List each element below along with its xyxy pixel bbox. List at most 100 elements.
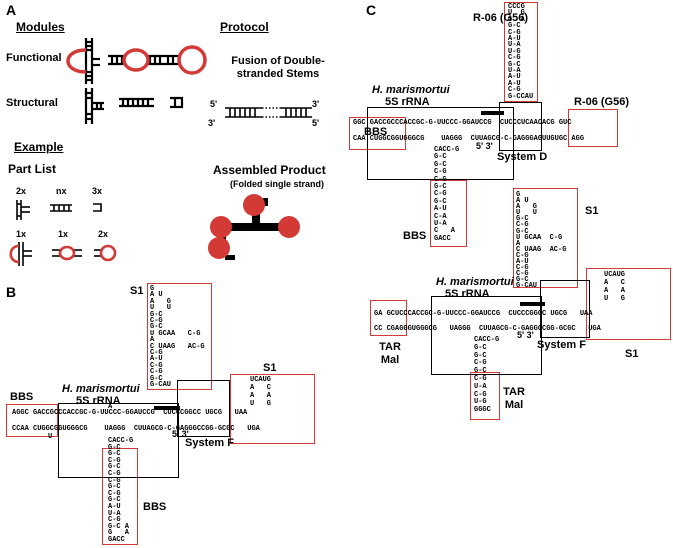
sequence-line: G-C	[150, 323, 163, 332]
red-loop-1	[66, 48, 87, 74]
structural-modules	[84, 88, 184, 124]
sequence-line: U-A	[434, 220, 447, 229]
bbs-left-box-c	[349, 117, 406, 150]
sequence-line: C-G	[108, 489, 121, 498]
sequence-line: C-G	[108, 476, 121, 485]
sequence-line: G A	[508, 15, 525, 24]
sequence-line: C-A	[434, 212, 447, 221]
rrna-label-c1: 5S rRNA	[385, 96, 430, 108]
sequence-line: G-C	[516, 215, 529, 224]
sequence-line: CACC-G	[474, 336, 500, 344]
tar-left-box	[370, 300, 407, 336]
tar-bottom-label: TAR Mal	[503, 386, 525, 412]
sequence-line: A C	[604, 279, 626, 287]
sequence-line: A	[150, 336, 155, 345]
sequence-line: C-G	[508, 54, 521, 63]
three-prime-bottom: 3'	[208, 118, 216, 128]
assembled-title: Assembled Product	[213, 163, 326, 177]
bbs-left-label: BBS	[10, 391, 34, 403]
seq-main-bottom-b: CCAA CUGGCGGUGGGCG UAGGG CUUAGCG-C-GAGGG…	[12, 425, 260, 433]
seq-a-b: A	[108, 403, 113, 411]
seq-f-top: GA GCUCCCACCGC-G-UUCCC-GGAUCCG CUCCCGGCC…	[374, 310, 593, 318]
sequence-line: U U	[150, 304, 172, 313]
sequence-line: C-G	[108, 516, 121, 525]
sequence-line: G-C	[516, 227, 529, 236]
sequence-line: G-C	[434, 160, 447, 169]
ends-label-c2: 5' 3'	[517, 330, 534, 340]
sequence-line: U-A	[108, 509, 121, 518]
sequence-line: GACC	[108, 535, 125, 544]
junction-bar-c2	[520, 302, 545, 306]
sequence-line: A-U	[508, 79, 521, 88]
red-loop-2	[122, 48, 150, 72]
panel-label-b: B	[6, 284, 17, 300]
seq-u-b: U	[48, 433, 53, 441]
example-title: Example	[14, 140, 64, 154]
s1-right-label: S1	[263, 362, 277, 374]
sequence-line: G-CAU	[516, 282, 538, 291]
ends-label-b: 5' 3'	[172, 429, 189, 439]
sequence-line: C-G	[108, 456, 121, 465]
sequence-line: UCAUG	[250, 376, 272, 384]
count-1x-a: 1x	[16, 229, 27, 239]
sequence-line: U G	[604, 295, 626, 303]
s1-top-label: S1	[130, 285, 144, 297]
r06-right-label: R-06 (G56)	[574, 96, 630, 108]
sequence-line: C-G	[108, 469, 121, 478]
system-f-label-b: System F	[185, 437, 234, 449]
sequence-line: G-C	[150, 374, 163, 383]
five-prime-top: 5'	[210, 99, 218, 109]
sequence-line: U-G	[508, 47, 521, 56]
red-loop-3	[177, 45, 207, 75]
sequence-line: G-C	[434, 197, 447, 206]
count-nx: nx	[56, 186, 67, 196]
sequence-line: U G	[508, 9, 525, 18]
sequence-line: G	[516, 191, 521, 199]
sequence-line: U-A	[508, 67, 521, 76]
functional-module-junction	[84, 38, 100, 84]
functional-module-hairpin	[164, 54, 178, 66]
sequence-line: U-A	[508, 41, 521, 50]
sequence-line: U GCAA C-G	[516, 233, 563, 242]
rrna-box-b	[58, 403, 179, 478]
count-2x-top: 2x	[16, 186, 27, 196]
sequence-line: C-G	[516, 264, 529, 273]
seq-main-top-b: AGGC GACCGCCCACCGC-G-UUCCC-GGAUCCG CUCCC…	[12, 409, 248, 417]
panel-label-a: A	[6, 2, 17, 18]
sequence-line: C-G	[516, 270, 529, 279]
bbs-bottom-box	[102, 448, 138, 545]
s1-top-label-c: S1	[585, 205, 599, 217]
sequence-line: A G	[150, 297, 172, 306]
tar-left-label: TAR Mal	[379, 341, 401, 367]
sequence-line: A-U	[150, 355, 163, 364]
system-f-box-c	[540, 280, 590, 338]
sequence-line: G-C	[474, 343, 487, 352]
bbs-bottom-label: BBS	[143, 501, 167, 513]
sequence-line: G-C	[474, 351, 487, 360]
sequence-line: A-U	[516, 258, 529, 267]
bbs-left-box	[6, 404, 58, 437]
sequence-line: UCAUG	[604, 271, 626, 279]
s1-right-box-c	[586, 268, 671, 340]
sequence-line: A G	[516, 203, 538, 212]
sequence-line: C UAAG AC-G	[150, 342, 205, 351]
r06-top-label: R-06 (G56)	[473, 12, 529, 24]
sequence-line: A-U	[508, 73, 521, 82]
r06-right-box	[568, 109, 618, 147]
sequence-line: C-G	[150, 317, 163, 326]
sequence-line: G-CAU	[150, 381, 172, 390]
sequence-line: A U	[516, 197, 529, 206]
count-1x-b: 1x	[58, 229, 69, 239]
sequence-line: G-C	[508, 60, 521, 69]
sequence-line: C-G	[474, 390, 487, 399]
sequence-line: A C	[250, 384, 272, 392]
structural-label: Structural	[6, 97, 58, 109]
rrna-label-c2: 5S rRNA	[445, 288, 490, 300]
rrna-label-b: 5S rRNA	[76, 395, 121, 407]
junction-bar-b	[154, 406, 180, 410]
